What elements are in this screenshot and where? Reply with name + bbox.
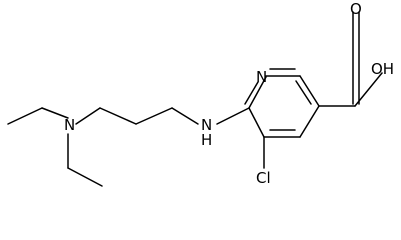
atom-label-n-ring: N: [256, 68, 267, 86]
atom-label-h-amine: H: [201, 131, 212, 149]
bond-nh-ch2: [171, 107, 199, 125]
atom-label-oh: OH: [371, 60, 394, 78]
bond-c4-c5: [299, 105, 320, 138]
atom-label-n-tertiary: N: [64, 116, 75, 134]
molecule-diagram: O OH N N H N Cl: [7, 0, 394, 187]
propyl-chain: [75, 107, 199, 125]
bond-c2-c3: [248, 107, 265, 138]
diethyl-groups: [7, 107, 103, 187]
bond-ch2-ch2: [135, 107, 173, 125]
atom-label-n-amine: N: [201, 116, 212, 134]
atom-label-cl: Cl: [256, 169, 271, 187]
atom-label-o-carbonyl: O: [350, 0, 362, 18]
bond-c-nh: [216, 107, 250, 125]
bond-ch2-ch2-b: [99, 107, 137, 125]
bond-c5-c6: [299, 75, 320, 107]
bond-n-ethyl-upper: [41, 107, 69, 119]
bond-n1-c2: [248, 76, 267, 109]
structure-canvas: O OH N N H N Cl: [7, 0, 394, 187]
bond-c5-c6-inner: [295, 80, 312, 105]
bond-ethyl-upper-ch3: [7, 107, 43, 125]
bond-ethyl-lower-ch3: [67, 167, 103, 187]
carboxylic-acid-group: [318, 11, 383, 107]
pyridine-ring: [244, 68, 320, 138]
bond-ch2-n: [75, 107, 101, 125]
bond-n1-c2-inner: [244, 81, 259, 105]
bond-carboxyl-oh: [354, 72, 383, 107]
